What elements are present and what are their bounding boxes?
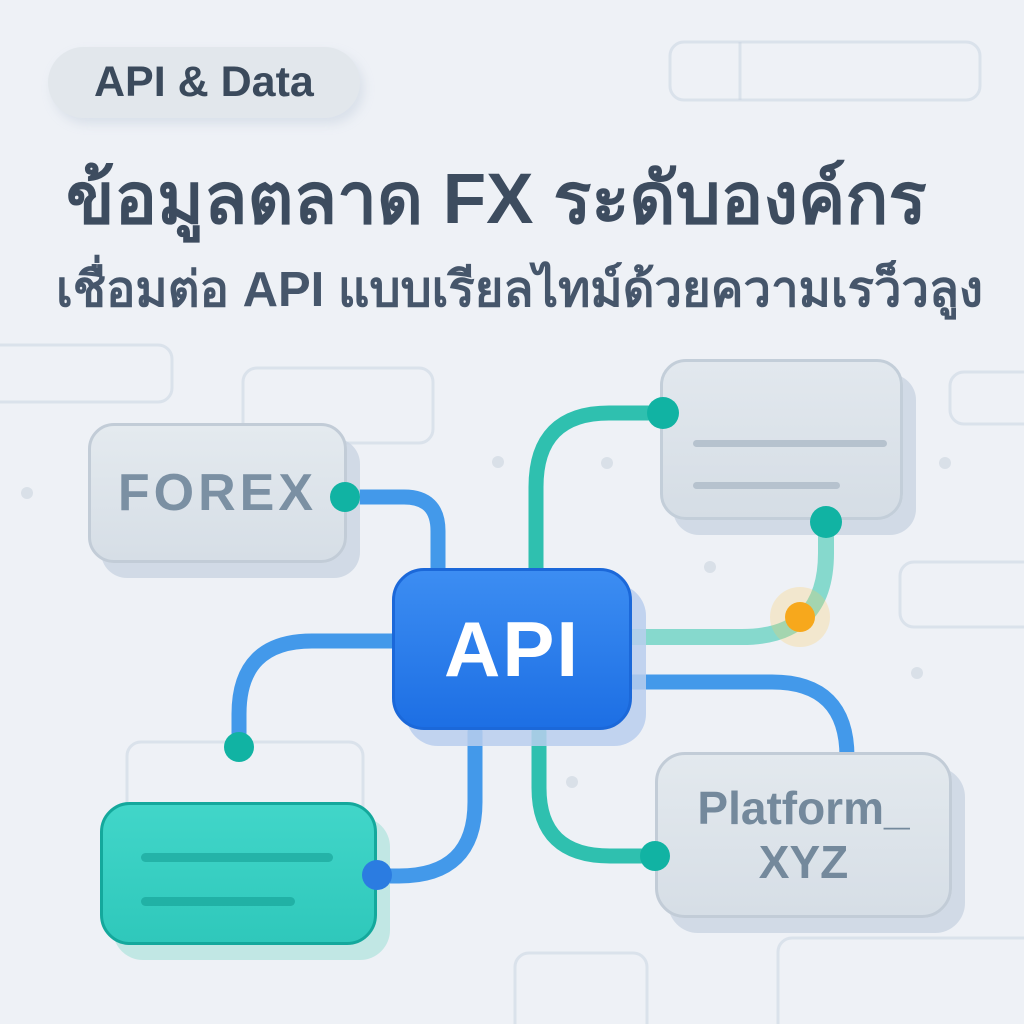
node-data-card xyxy=(660,359,903,520)
dot-platform-left xyxy=(640,841,670,871)
node-platform: Platform_ XYZ xyxy=(655,752,952,918)
connector-api-to-platform-left xyxy=(531,724,658,864)
placeholder-text-line xyxy=(693,482,840,489)
deco-rect xyxy=(898,560,1024,629)
dot-forex-right xyxy=(330,482,360,512)
page-title: ข้อมูลตลาด FX ระดับองค์กร xyxy=(66,160,927,239)
placeholder-text-line xyxy=(141,853,333,862)
node-platform-label-line1: Platform_ xyxy=(697,781,910,834)
deco-dots xyxy=(21,456,951,788)
connector-api-to-platform-top xyxy=(625,674,855,778)
dot-tealcard-right xyxy=(362,860,392,890)
placeholder-text-line xyxy=(693,440,887,447)
placeholder-text-line xyxy=(141,897,295,906)
node-forex: FOREX xyxy=(88,423,347,563)
deco-rect xyxy=(776,936,1024,1024)
dot-datacard-bottom xyxy=(810,506,842,538)
deco-rect xyxy=(668,40,982,102)
node-api: API xyxy=(392,568,632,730)
dot-datacard-left xyxy=(647,397,679,429)
connector-forex-to-api xyxy=(337,489,446,583)
node-stream-card xyxy=(100,802,377,945)
category-badge-label: API & Data xyxy=(94,58,314,106)
deco-rect xyxy=(0,343,174,404)
connector-api-to-datacard-left xyxy=(528,405,668,580)
deco-rect xyxy=(948,370,1024,426)
node-api-label: API xyxy=(443,604,581,693)
connector-api-to-tealcard-right xyxy=(372,724,483,884)
dot-orange xyxy=(785,602,815,632)
connector-api-to-tealcard-top xyxy=(231,633,402,752)
node-platform-label-line2: XYZ xyxy=(758,836,849,888)
deco-rect xyxy=(513,951,649,1024)
category-badge: API & Data xyxy=(48,47,360,118)
page-subtitle: เชื่อมต่อ API แบบเรียลไทม์ด้วยความเรว็วล… xyxy=(56,263,983,317)
node-forex-label: FOREX xyxy=(117,464,318,522)
dot-tealcard-top xyxy=(224,732,254,762)
